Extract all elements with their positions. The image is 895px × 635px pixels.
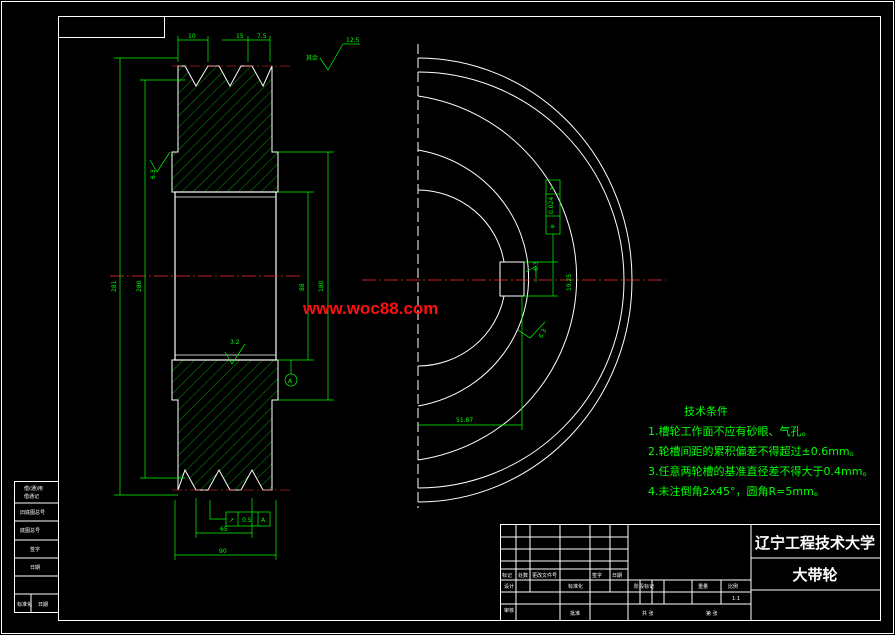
note-2: 2.轮槽间距的累积偏差不得超过±0.6mm。 [648,445,861,458]
part-name: 大带轮 [792,566,837,584]
dim-outer-dia: 281 [111,280,118,292]
keyway-depth: 19.25 [566,274,573,291]
dim-width-total: 90 [219,548,227,555]
school-name: 辽宁工程技术大学 [755,534,875,552]
tb-file: 更改文件号 [532,572,557,579]
note-4: 4.未注倒角2x45°，圆角R=5mm。 [648,485,825,498]
keyway-tol-sym: ≡ [550,223,555,230]
note-1: 1.槽轮工作面不应有砂眼、气孔。 [648,425,813,438]
tb-process: 批准 [570,610,580,617]
side-row-1: 借通记 [24,493,39,500]
tb-date: 日期 [612,573,622,579]
dim-arc: 51.87 [456,417,473,424]
technical-notes: 技术条件 1.槽轮工作面不应有砂眼、气孔。 2.轮槽间距的累积偏差不得超过±0.… [648,402,873,502]
dim-hub: 180 [318,280,325,292]
tb-design: 设计 [504,583,514,590]
side-row-3: 底图总号 [20,527,40,534]
end-view [362,44,666,508]
dim-top-pitch: 10 [188,33,196,40]
tb-mark: 标记 [502,572,512,579]
notes-title: 技术条件 [684,405,728,418]
datum-a: A [288,378,293,385]
side-row-4: 签字 [30,546,40,553]
side-row-0: 借(通)用 [24,485,43,492]
side-row-6: 标准化 [17,601,32,608]
rough-top-note: 其余 [306,54,318,62]
dim-top-edge: 7.5 [257,33,267,40]
top-left-label-box [58,16,165,38]
rough-bore: 3.2 [230,339,240,346]
inner-frame [58,16,881,621]
watermark: www.woc88.com [303,299,439,318]
dim-pitch-dia: 280 [136,280,143,292]
title-block [500,524,881,621]
side-row-5: 日期 [30,565,40,571]
tb-sheet: 第 张 [706,610,718,617]
tb-sheets: 共 张 [642,610,654,617]
keyway-tol: 0.024 [548,197,555,214]
tb-ratio: 比例 [728,583,738,590]
tol-sym: ↗ [229,517,234,524]
rough-left: 6.3 [150,169,157,179]
keyway-rough: 6.3 [533,261,540,271]
tb-check: 审核 [504,607,514,614]
keyway-rough2: 6.3 [537,328,548,340]
side-row-2: 旧底图总号 [20,509,45,516]
side-table [14,481,59,613]
tb-weight: 重量 [698,583,708,590]
tb-std: 标准化 [568,583,583,590]
tb-count: 处数 [518,572,528,579]
tb-stage: 阶段标记 [634,583,654,590]
section-hatch-top [171,65,279,193]
keyway-datum: A [550,185,555,192]
runout-val: 0.5 [242,517,252,524]
section-view: 10 15 7.5 12.5 其余 281 280 180 88 6.3 3.2… [110,33,360,560]
tb-scale: 1:1 [732,596,740,602]
dim-top-gap: 15 [236,33,244,40]
note-3: 3.任意两轮槽的基准直径差不得大于0.4mm。 [648,465,874,478]
rough-top: 12.5 [346,37,360,44]
section-hatch-bottom [171,359,279,491]
dim-width-inner: 65 [220,526,228,533]
dim-bore: 88 [299,283,306,291]
side-row-7: 日期 [38,602,48,608]
runout-datum: A [261,517,266,524]
tb-sign: 签字 [592,572,602,579]
